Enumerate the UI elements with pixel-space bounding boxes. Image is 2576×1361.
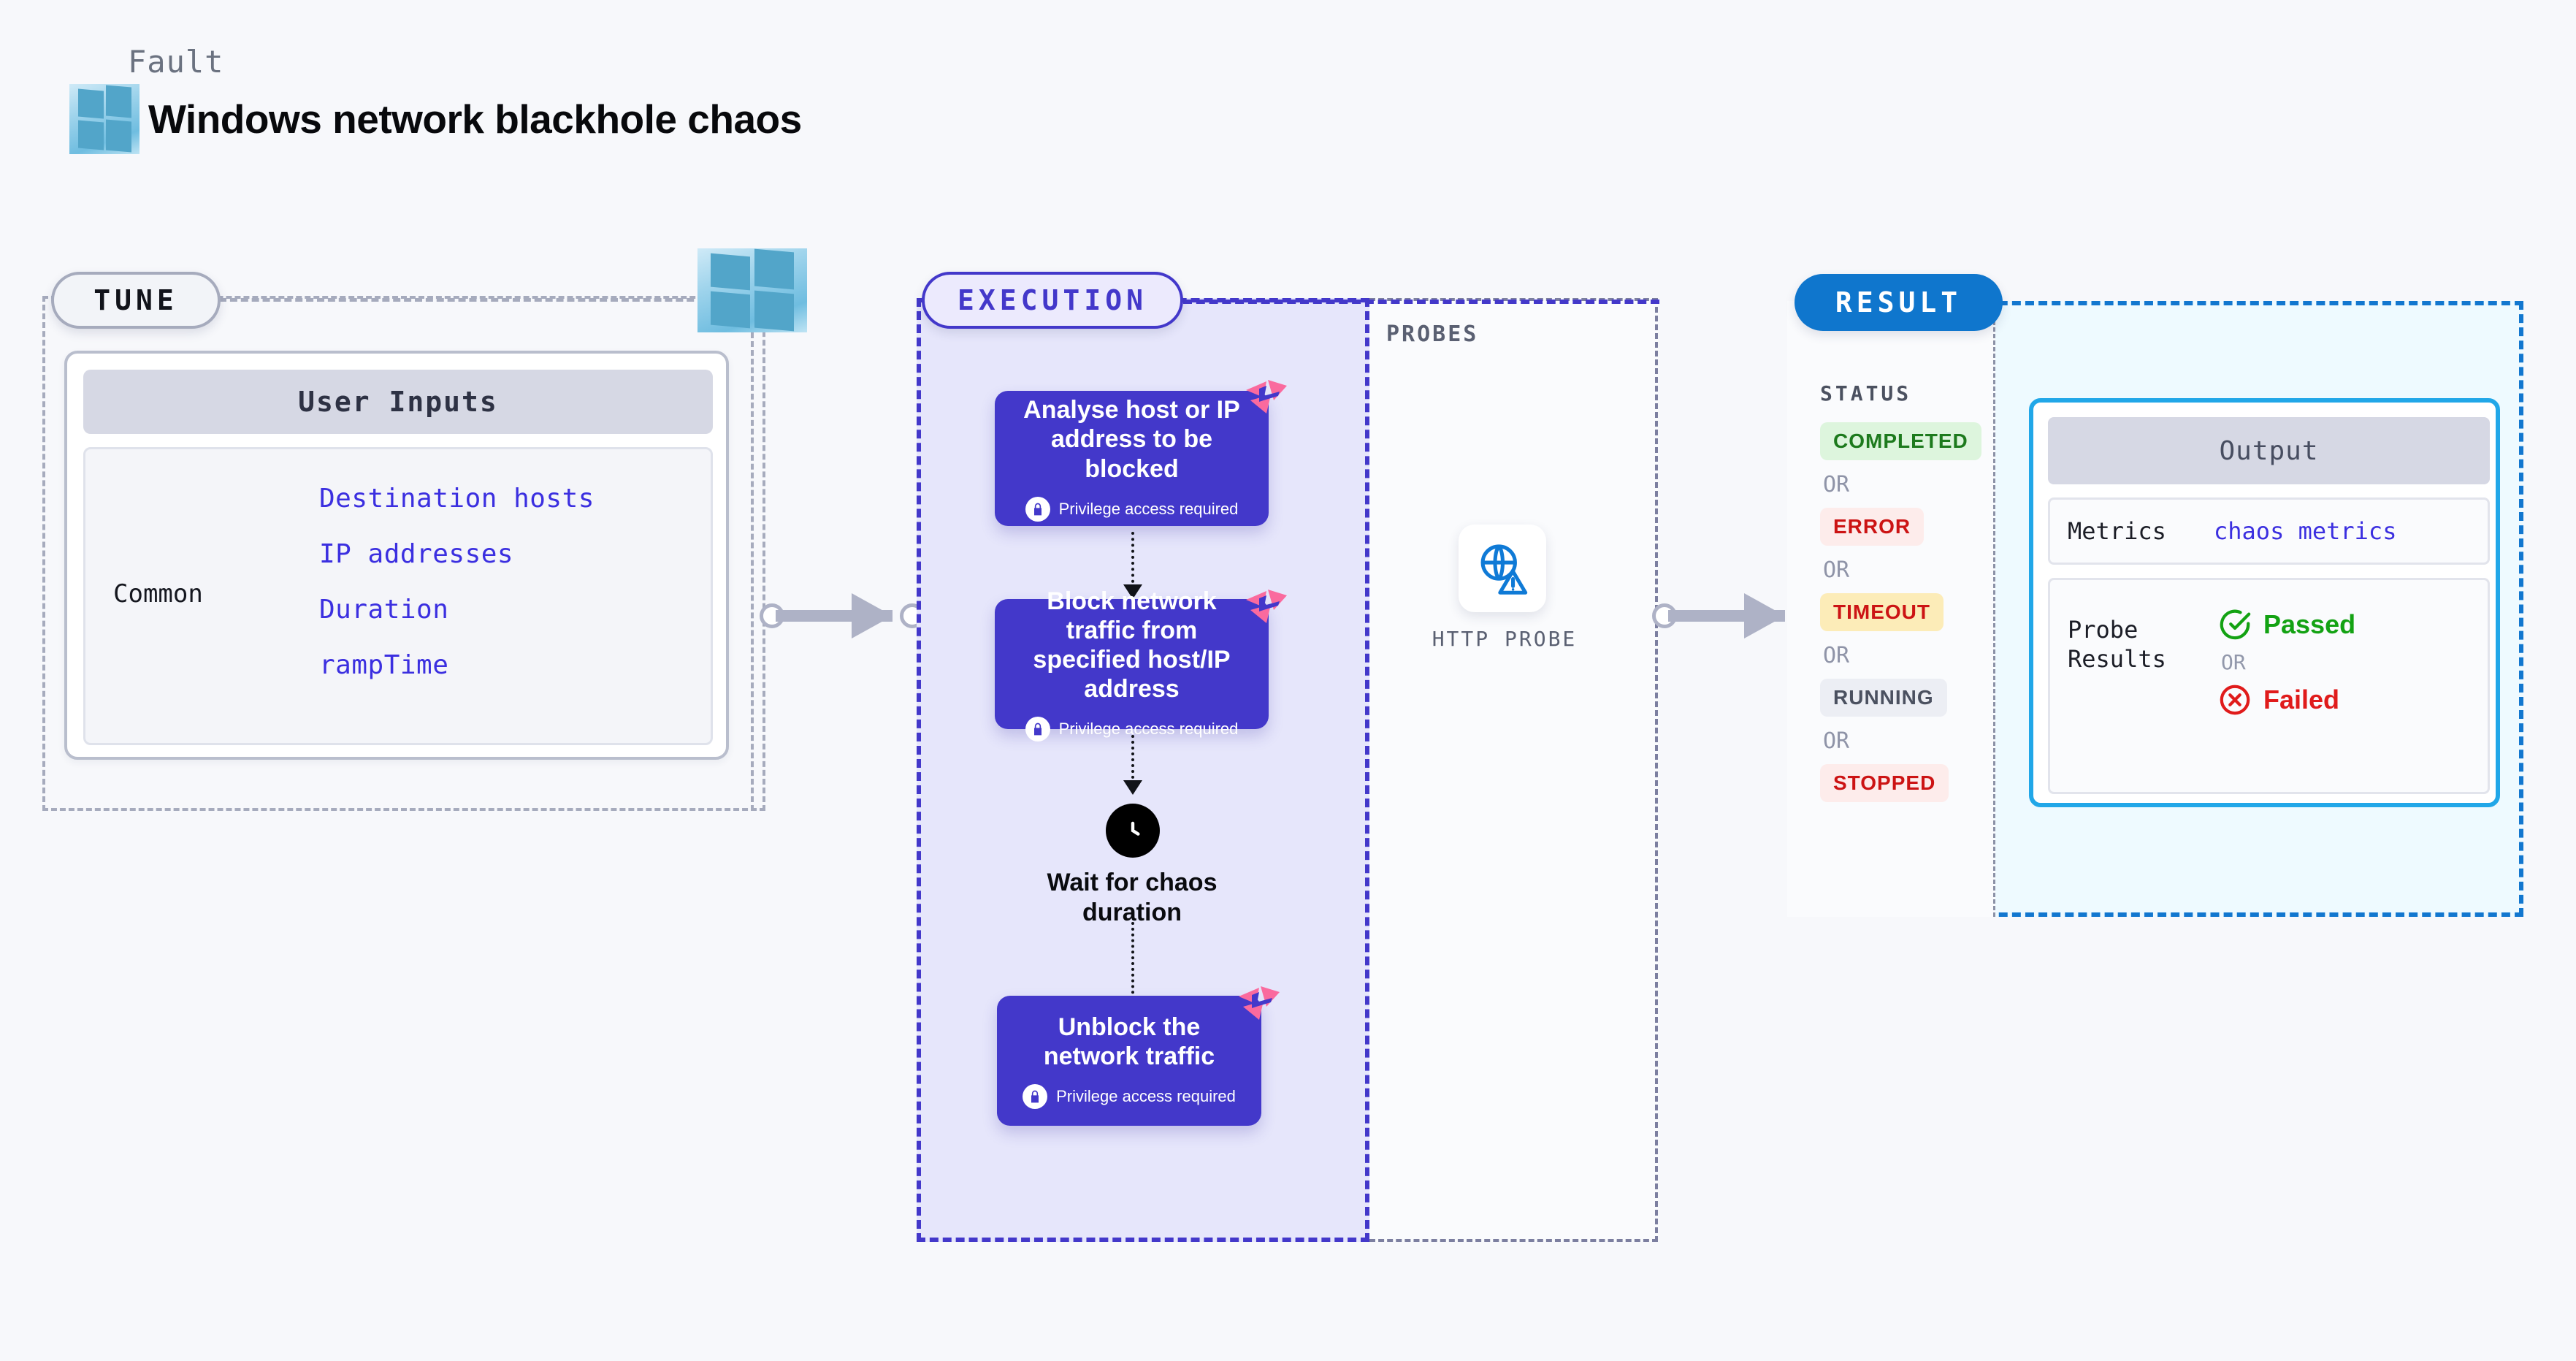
privilege-note: Privilege access required: [1023, 1084, 1236, 1110]
tune-pill-label[interactable]: TUNE: [51, 272, 221, 329]
user-inputs-title: User Inputs: [83, 370, 713, 434]
windows-logo-icon: [69, 84, 139, 154]
privilege-label: Privilege access required: [1056, 1087, 1236, 1106]
or-separator: OR: [1823, 472, 1850, 497]
user-inputs-card: User Inputs Common Destination hosts IP …: [64, 351, 729, 760]
node-title: Block network traffic from specified hos…: [1033, 587, 1231, 704]
output-card: Output Metrics chaos metrics Probe Resul…: [2029, 398, 2500, 807]
output-title: Output: [2048, 417, 2490, 484]
probes-section: [1369, 298, 1658, 1242]
flow-arrowhead: [1123, 584, 1142, 599]
check-circle-icon: [2220, 609, 2251, 640]
fault-kicker-label: Fault: [128, 44, 224, 80]
user-inputs-body: Common Destination hosts IP addresses Du…: [83, 447, 713, 745]
metrics-key: Metrics: [2068, 517, 2166, 545]
node-title: Unblock the network traffic: [1043, 1013, 1215, 1070]
tune-section: [42, 296, 765, 811]
or-separator: OR: [1823, 643, 1850, 668]
status-badge: ERROR: [1820, 508, 1925, 546]
or-separator: OR: [1823, 557, 1850, 583]
execution-node-unblock[interactable]: Unblock the network traffic Privilege ac…: [997, 996, 1261, 1126]
status-badge: COMPLETED: [1820, 422, 1981, 460]
status-badge: STOPPED: [1820, 764, 1949, 802]
tune-connector-stem: [751, 332, 754, 811]
windows-logo-icon: [697, 248, 807, 332]
x-circle-icon: [2220, 685, 2250, 715]
connector-tune-to-execution: [760, 593, 928, 638]
probe-result-passed: Passed: [2218, 608, 2355, 641]
execution-node-analyse[interactable]: Analyse host or IP address to be blocked…: [995, 391, 1269, 526]
privilege-label: Privilege access required: [1058, 720, 1239, 739]
lock-icon: [1023, 1084, 1048, 1110]
status-badge: TIMEOUT: [1820, 593, 1944, 631]
probe-results-key: Probe Results: [2068, 616, 2166, 673]
node-title: Analyse host or IP address to be blocked: [1023, 396, 1240, 483]
input-group-label: Common: [113, 579, 203, 609]
flow-arrowhead: [1123, 780, 1142, 795]
flow-connector: [1131, 922, 1134, 1011]
page-title: Windows network blackhole chaos: [148, 96, 802, 142]
probe-caption: HTTP PROBE: [1432, 627, 1578, 651]
privilege-note: Privilege access required: [1025, 496, 1239, 522]
result-pill-label[interactable]: RESULT: [1795, 274, 2003, 331]
probes-top-border: [1183, 300, 1659, 304]
probe-result-failed: Failed: [2218, 683, 2355, 717]
wait-label: Wait for chaos duration: [1047, 869, 1218, 926]
execution-pill-label[interactable]: EXECUTION: [922, 272, 1183, 329]
probe-results-row: Probe Results Passed OR Failed: [2048, 578, 2490, 794]
probes-section-label: PROBES: [1386, 321, 1479, 347]
or-separator: OR: [2221, 650, 2246, 674]
status-badge: RUNNING: [1820, 679, 1947, 717]
metrics-row: Metrics chaos metrics: [2048, 497, 2490, 565]
failed-label: Failed: [2263, 685, 2340, 714]
user-inputs-list: Destination hosts IP addresses Duration …: [319, 471, 699, 693]
list-item[interactable]: Duration: [319, 595, 449, 625]
execution-node-block[interactable]: Block network traffic from specified hos…: [995, 587, 1269, 742]
list-item[interactable]: Destination hosts: [319, 484, 595, 514]
tune-connector-line: [219, 298, 716, 302]
list-item[interactable]: IP addresses: [319, 539, 514, 569]
list-item[interactable]: rampTime: [319, 650, 449, 680]
lock-icon: [1025, 717, 1050, 742]
status-list: COMPLETED OR ERROR OR TIMEOUT OR RUNNING…: [1820, 422, 2010, 802]
litmus-logo-icon: [1242, 588, 1290, 629]
litmus-logo-icon: [1242, 378, 1290, 419]
clock-icon: [1106, 804, 1160, 858]
flow-connector: [1131, 735, 1134, 785]
privilege-label: Privilege access required: [1058, 499, 1239, 518]
or-separator: OR: [1823, 728, 1850, 754]
globe-warning-icon: [1480, 544, 1528, 595]
litmus-logo-icon: [1234, 985, 1283, 1026]
status-heading: STATUS: [1820, 381, 1912, 405]
lock-icon: [1025, 496, 1050, 522]
flow-connector: [1131, 532, 1134, 589]
probe-item-http[interactable]: [1459, 525, 1546, 612]
privilege-note: Privilege access required: [1025, 717, 1239, 742]
page-header: Fault Windows network blackhole chaos: [69, 44, 802, 154]
metrics-value[interactable]: chaos metrics: [2214, 517, 2397, 545]
passed-label: Passed: [2263, 609, 2356, 639]
